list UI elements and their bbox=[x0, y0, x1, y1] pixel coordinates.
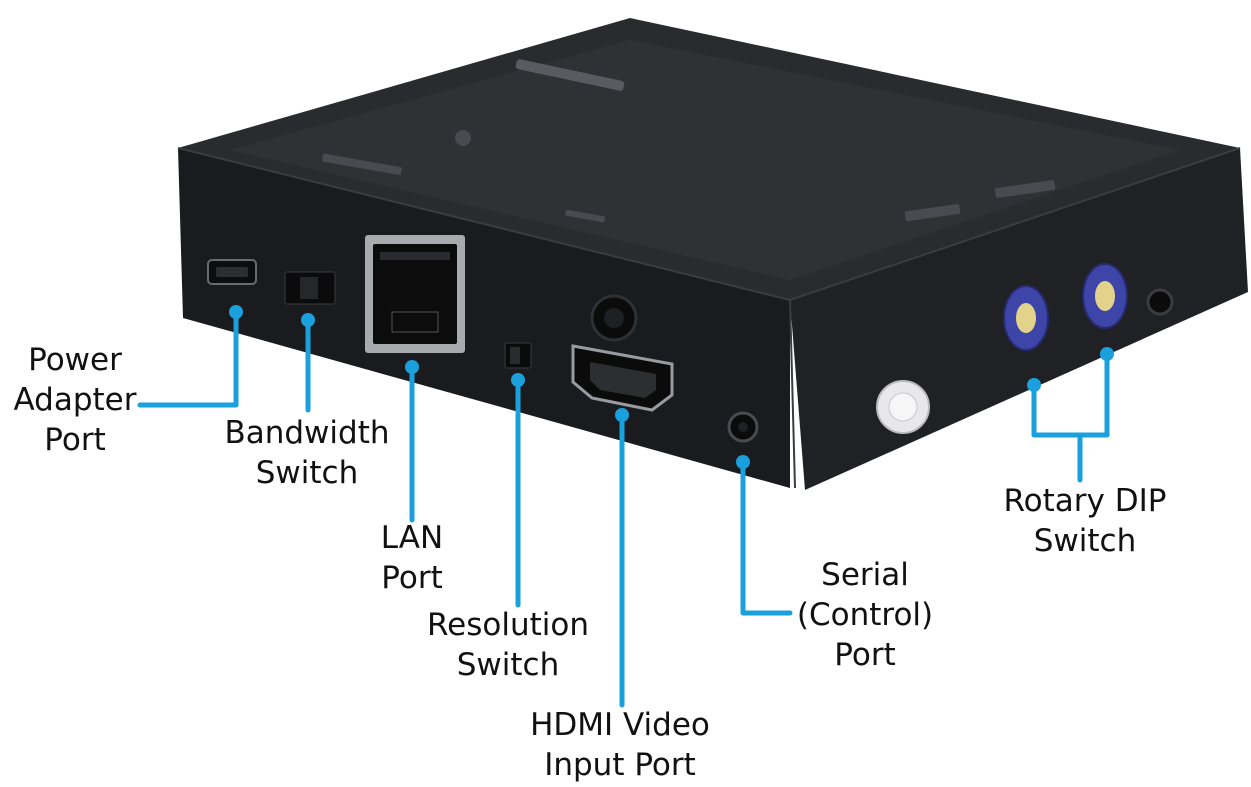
callout-text: Input Port bbox=[544, 747, 696, 783]
callout-text: LAN bbox=[380, 520, 444, 556]
callout-lan-port: LAN Port bbox=[362, 518, 462, 598]
callout-serial-control-port: Serial (Control) Port bbox=[785, 555, 945, 675]
ir-sensor-icon bbox=[590, 294, 638, 342]
callout-text: Switch bbox=[255, 455, 359, 491]
dc-jack-icon bbox=[1146, 288, 1174, 316]
leader-dot-resolution bbox=[511, 373, 525, 387]
device-top-highlight bbox=[230, 40, 1180, 280]
leader-dot-rotary-right bbox=[1100, 347, 1114, 361]
callout-text: Bandwidth bbox=[224, 415, 390, 451]
top-print-mark bbox=[994, 180, 1056, 198]
callout-text: Resolution bbox=[427, 607, 589, 643]
hdmi-port-icon bbox=[571, 344, 674, 412]
top-logo-mark bbox=[515, 59, 625, 91]
leader-dot-hdmi bbox=[615, 408, 629, 422]
callout-text: Switch bbox=[456, 647, 560, 683]
resolution-switch-icon bbox=[504, 342, 532, 369]
leader-line-serial bbox=[740, 459, 793, 616]
audio-jack-icon bbox=[727, 411, 759, 443]
callout-text: Port bbox=[44, 422, 106, 458]
callout-power-adapter-port: Power Adapter Port bbox=[10, 340, 140, 460]
leader-dot-bandwidth bbox=[301, 313, 315, 327]
top-led-icon bbox=[455, 130, 471, 146]
callout-text: Serial bbox=[821, 557, 909, 593]
usb-port-icon bbox=[207, 259, 257, 285]
leader-dot-rotary-left bbox=[1027, 378, 1041, 392]
rj45-port-icon bbox=[365, 235, 465, 353]
callout-text: Port bbox=[834, 637, 896, 673]
rotary-dial-icon bbox=[1082, 263, 1128, 329]
bandwidth-switch-icon bbox=[284, 271, 336, 305]
callout-text: (Control) bbox=[796, 597, 934, 633]
leader-dot-lan bbox=[405, 360, 419, 374]
leader-dot-serial bbox=[736, 455, 750, 469]
callout-text: Switch bbox=[1033, 523, 1137, 559]
callout-rotary-dip-switch: Rotary DIP Switch bbox=[975, 481, 1195, 561]
rotary-dial-icon bbox=[876, 380, 930, 434]
callout-text: Adapter bbox=[13, 382, 137, 418]
leader-line-power bbox=[137, 309, 239, 408]
callout-bandwidth-switch: Bandwidth Switch bbox=[212, 413, 402, 493]
top-print-mark bbox=[565, 209, 605, 223]
callout-text: HDMI Video bbox=[530, 707, 710, 743]
callout-hdmi-video-input-port: HDMI Video Input Port bbox=[510, 705, 730, 785]
top-print-mark bbox=[904, 204, 961, 222]
device-edge-vertical bbox=[789, 299, 796, 489]
callout-text: Power bbox=[28, 342, 122, 378]
callout-text: Rotary DIP bbox=[1003, 483, 1167, 519]
leader-dot-power bbox=[229, 305, 243, 319]
callout-resolution-switch: Resolution Switch bbox=[408, 605, 608, 685]
callout-text: Port bbox=[381, 560, 443, 596]
leader-line-rotary bbox=[1031, 351, 1110, 438]
rotary-dial-icon bbox=[1003, 285, 1049, 351]
top-print-mark bbox=[322, 153, 402, 175]
